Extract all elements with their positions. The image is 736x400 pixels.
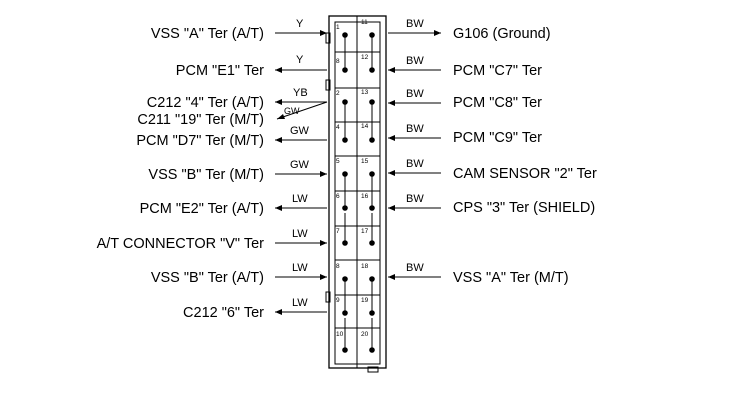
wire-color-label: BW [406,55,424,67]
pin-number: 12 [361,54,369,61]
wire-color-label: Y [296,54,304,66]
left-terminal-label: C212 "4" Ter (A/T) [147,95,264,111]
left-terminal-label: C211 "19" Ter (M/T) [137,112,264,128]
pin-number: 2 [336,90,340,97]
wire-color-label: BW [406,158,424,170]
left-connections: Y VSS "A" Ter (A/T) Y PCM "E1" Ter YB GW… [97,18,328,321]
pin-number: 15 [361,158,369,165]
wire-color-label: BW [406,262,424,274]
right-terminal-label: VSS "A" Ter (M/T) [453,270,569,286]
right-column-terminals [369,32,375,353]
wire-color-label: YB [293,87,308,99]
wire-color-label: LW [292,193,308,205]
pin-number: 8 [336,58,340,65]
left-column-terminals [342,32,348,353]
pin-number: 6 [336,193,340,200]
wire-color-label: LW [292,228,308,240]
wire-color-label: GW [290,125,310,137]
left-terminal-label: PCM "E2" Ter (A/T) [140,201,264,217]
pin-number: 19 [361,297,369,304]
pin-number: 5 [336,158,340,165]
pin-number: 7 [336,228,340,235]
wire-color-label: GW [290,159,310,171]
left-terminal-label: VSS "B" Ter (A/T) [151,270,264,286]
right-terminal-label: CPS "3" Ter (SHIELD) [453,200,595,216]
left-terminal-label: A/T CONNECTOR "V" Ter [97,236,265,252]
pin-number: 10 [336,331,344,338]
connector-body [325,15,387,373]
wire-color-label: LW [292,262,308,274]
right-terminal-label: PCM "C9" Ter [453,130,542,146]
left-terminal-label: PCM "D7" Ter (M/T) [136,133,264,149]
pin-number: 18 [361,263,369,270]
pin-number: 17 [361,228,369,235]
right-connections: BW G106 (Ground) BW PCM "C7" Ter BW PCM … [388,18,597,286]
left-terminal-label: VSS "B" Ter (M/T) [148,167,264,183]
terminal-dots [342,32,375,353]
pin-number: 4 [336,124,340,131]
wire-color-label: GW [284,106,300,116]
wire-color-label: BW [406,123,424,135]
left-terminal-label: PCM "E1" Ter [176,63,264,79]
pin-number: 13 [361,89,369,96]
pin-number: 1 [336,24,340,31]
right-terminal-label: PCM "C7" Ter [453,63,542,79]
pin-number: 8 [336,263,340,270]
wire-color-label: Y [296,18,304,30]
left-terminal-label: VSS "A" Ter (A/T) [151,26,264,42]
pin-number: 16 [361,193,369,200]
wire-color-label: LW [292,297,308,309]
right-terminal-label: G106 (Ground) [453,26,551,42]
right-terminal-label: CAM SENSOR "2" Ter [453,166,597,182]
pin-number: 20 [361,331,369,338]
pin-number: 14 [361,123,369,130]
right-terminal-label: PCM "C8" Ter [453,95,542,111]
pin-number: 9 [336,297,340,304]
wire-color-label: BW [406,18,424,30]
left-terminal-label: C212 "6" Ter [183,305,264,321]
wire-color-label: BW [406,193,424,205]
pin-number-group: 1 8 2 4 5 6 7 8 9 10 11 12 13 14 15 16 1… [336,19,369,338]
wire-color-label: BW [406,88,424,100]
pin-number: 11 [361,19,368,26]
